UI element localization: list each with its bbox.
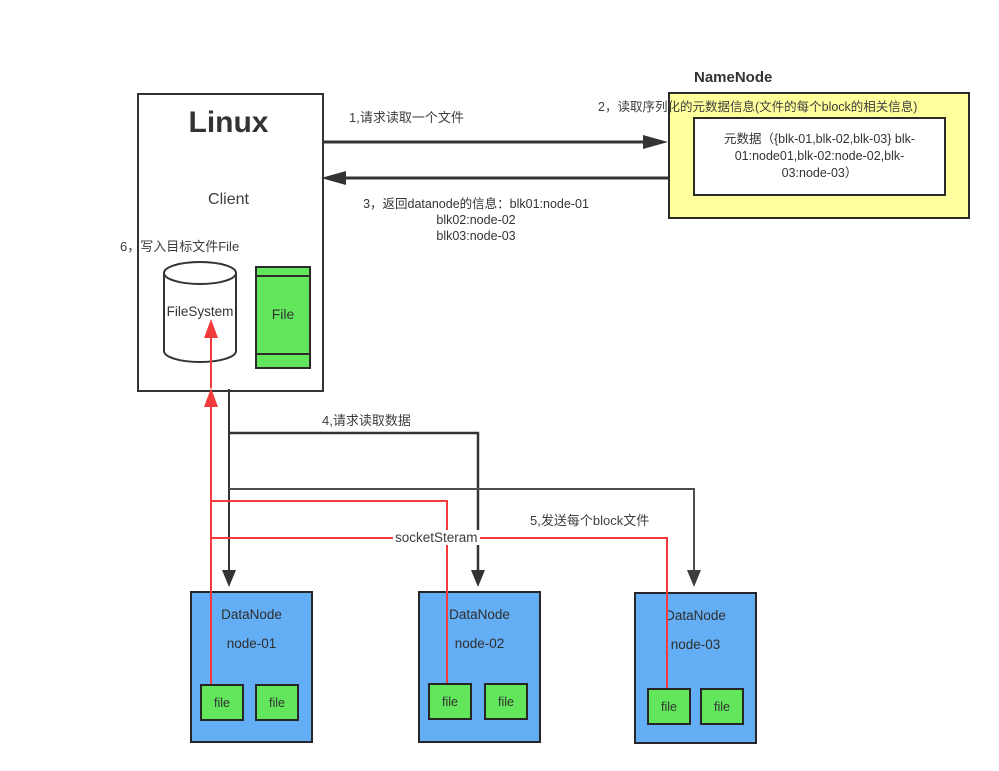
- client-file-label: File: [271, 306, 295, 322]
- step6-label: 6，写入目标文件File: [120, 239, 240, 254]
- datanode-3-file-1: file: [647, 688, 691, 725]
- step3-label: 3，返回datanode的信息：blk01:node-01 blk02:node…: [345, 196, 607, 244]
- step1-arrow: [322, 135, 668, 149]
- step3-arrow: [321, 171, 668, 185]
- datanode-1-file-2: file: [255, 684, 299, 721]
- metadata-line: 03:node-03）: [781, 166, 858, 180]
- datanode-3-file-2: file: [700, 688, 744, 725]
- datanode-1-file-1: file: [200, 684, 244, 721]
- step3-line: blk03:node-03: [436, 229, 516, 243]
- datanode-2-box: DataNode node-02: [418, 591, 541, 743]
- datanode-1-node-label: node-01: [226, 636, 277, 651]
- linux-title: Linux: [188, 106, 269, 139]
- step3-line: blk02:node-02: [436, 213, 516, 227]
- datanode-3-node-label: node-03: [670, 637, 721, 652]
- datanode-2-file-2: file: [484, 683, 528, 720]
- metadata-line: 元数据（{blk-01,blk-02,blk-03} blk-: [723, 132, 916, 146]
- socketstream-label: socketSteram: [393, 530, 480, 545]
- namenode-title: NameNode: [694, 69, 773, 86]
- datanode-2-file-1: file: [428, 683, 472, 720]
- filesystem-cylinder-label: FileSystem: [166, 304, 234, 319]
- client-file-box: File: [255, 266, 311, 369]
- step4-arrow-datanode2: [229, 431, 485, 587]
- step1-label: 1,请求读取一个文件: [349, 110, 464, 125]
- datanode-1-title: DataNode: [221, 607, 282, 622]
- file-box-bottom-band: [257, 353, 309, 355]
- step4-label: 4,请求读取数据: [322, 413, 411, 428]
- step5-label: 5,发送每个block文件: [530, 513, 650, 528]
- step4-arrow-datanode1: [222, 389, 236, 587]
- file-box-top-band: [257, 275, 309, 277]
- datanode-2-title: DataNode: [449, 607, 510, 622]
- namenode-metadata-box: 元数据（{blk-01,blk-02,blk-03} blk- 01:node0…: [693, 117, 946, 196]
- step2-label: 2，读取序列化的元数据信息(文件的每个block的相关信息): [598, 100, 918, 114]
- client-label: Client: [208, 191, 249, 208]
- step3-line: 3，返回datanode的信息：blk01:node-01: [363, 197, 589, 211]
- datanode-3-title: DataNode: [665, 608, 726, 623]
- metadata-line: 01:node01,blk-02:node-02,blk-: [734, 149, 905, 163]
- datanode-2-node-label: node-02: [454, 636, 505, 651]
